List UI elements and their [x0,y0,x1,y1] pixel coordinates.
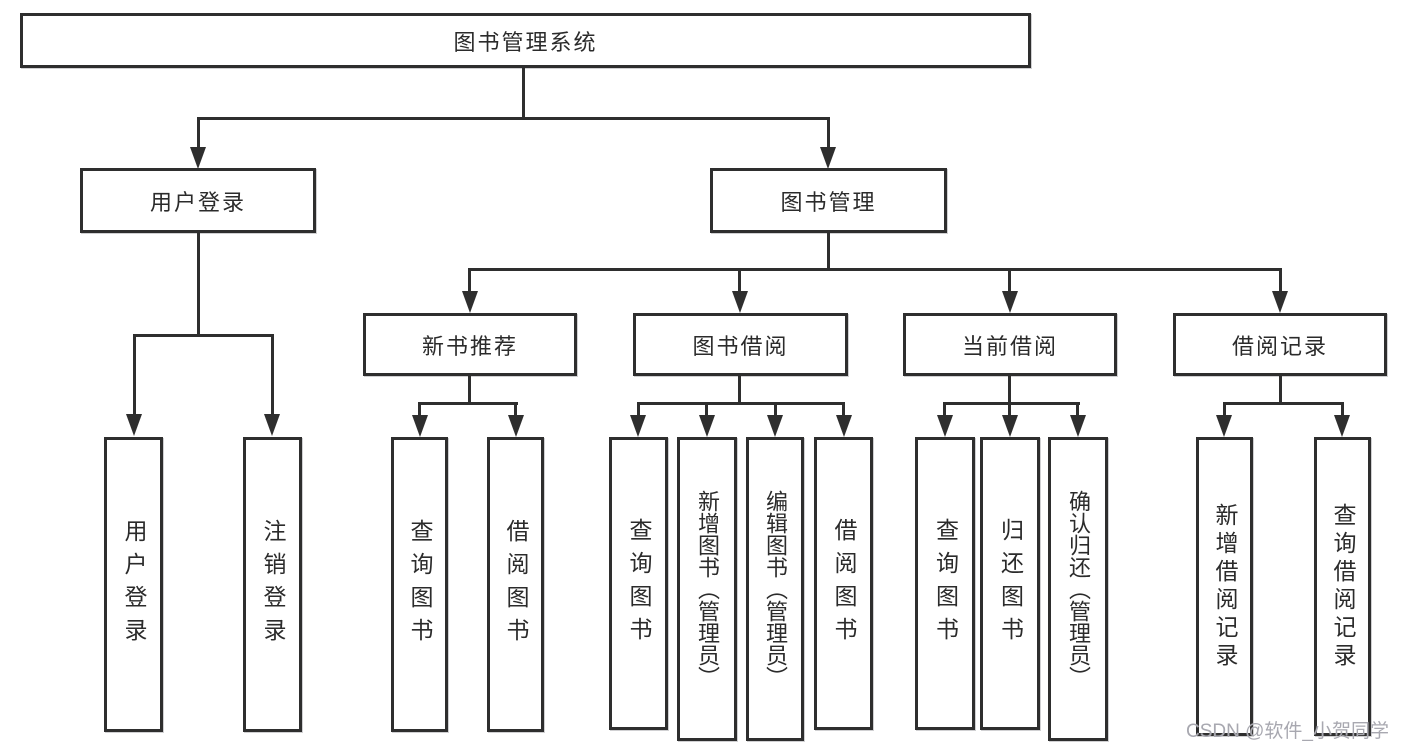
arrow-down-icon [264,414,280,436]
csdn-watermark: CSDN @软件_小贺同学 [1186,721,1389,742]
node-user-login: 用户登录 [80,168,316,233]
connector-new-book-stub-1 [418,402,421,416]
connector-borrowing-stub-1 [637,402,640,416]
connector-current-stem [1008,376,1011,405]
connector-borrowing-stub-2 [705,402,708,416]
leaf-records-add-record: 新增借阅记录 [1196,437,1253,736]
leaf-current-confirm-return-admin: 确认归还（管理员） [1048,437,1108,741]
connector-user-login-stub-1 [133,334,136,414]
leaf-newbook-query-books: 查询图书 [391,437,448,732]
leaf-label: 借阅图书 [503,518,529,651]
leaf-user-login: 用户登录 [104,437,163,732]
arrow-down-icon [630,415,646,437]
leaf-label: 借阅图书 [831,517,857,650]
leaf-borrowing-query-books: 查询图书 [609,437,668,730]
connector-records-stub-2 [1341,402,1344,416]
leaf-label: 用户登录 [121,518,147,651]
leaf-newbook-borrow-books: 借阅图书 [487,437,544,732]
leaf-current-return-books: 归还图书 [980,437,1040,730]
connector-borrowing-stem [738,376,741,405]
arrow-down-icon [937,415,953,437]
arrow-down-icon [767,415,783,437]
node-book-management: 图书管理 [710,168,947,233]
node-label: 新书推荐 [421,333,518,359]
connector-book-mgmt-stub-3 [1008,268,1011,291]
node-current-borrowing: 当前借阅 [903,313,1117,376]
node-book-borrowing: 图书借阅 [633,313,848,376]
connector-borrowing-stub-3 [774,402,777,416]
arrow-down-icon [462,291,478,313]
arrow-down-icon [190,147,206,169]
leaf-borrowing-add-books-admin: 新增图书（管理员） [677,437,737,741]
arrow-down-icon [836,415,852,437]
connector-root-stub-left [197,117,200,149]
arrow-down-icon [732,291,748,313]
arrow-down-icon [508,415,524,437]
arrow-down-icon [820,147,836,169]
connector-borrowing-stub-4 [842,402,845,416]
leaf-logout: 注销登录 [243,437,302,732]
leaf-borrowing-borrow-books: 借阅图书 [814,437,873,730]
arrow-down-icon [1272,291,1288,313]
leaf-label: 新增借阅记录 [1212,502,1238,671]
arrow-down-icon [1216,415,1232,437]
node-label: 图书借阅 [692,333,789,359]
connector-current-stub-3 [1076,402,1079,416]
connector-records-stub-1 [1223,402,1226,416]
connector-records-bar [1223,402,1344,405]
leaf-label: 归还图书 [997,517,1024,650]
arrow-down-icon [1002,415,1018,437]
leaf-label: 查询图书 [407,518,433,651]
connector-borrowing-bar [637,402,845,405]
leaf-label: 注销登录 [260,518,286,651]
connector-new-book-stub-2 [514,402,517,416]
connector-book-mgmt-stem [827,233,830,271]
connector-root-stub-right [827,117,830,149]
connector-current-stub-2 [1008,402,1011,416]
node-label: 用户登录 [149,189,246,215]
connector-records-stem [1279,376,1282,405]
leaf-label: 新增图书（管理员） [695,490,720,688]
leaf-label: 编辑图书（管理员） [763,490,788,688]
connector-user-login-stem [197,233,200,336]
node-borrow-records: 借阅记录 [1173,313,1387,376]
node-label: 图书管理系统 [453,29,598,55]
leaf-label: 确认归还（管理员） [1066,490,1091,688]
node-library-management-system: 图书管理系统 [20,13,1031,68]
leaf-borrowing-edit-books-admin: 编辑图书（管理员） [746,437,804,741]
leaf-records-query-record: 查询借阅记录 [1314,437,1371,736]
node-new-book-recommend: 新书推荐 [363,313,577,376]
connector-root-stem [522,68,525,120]
arrow-down-icon [1334,415,1350,437]
connector-root-bar [197,117,830,120]
connector-book-mgmt-stub-4 [1279,268,1282,291]
connector-book-mgmt-stub-1 [468,268,471,291]
node-label: 图书管理 [780,189,877,215]
node-label: 借阅记录 [1231,333,1328,359]
connector-new-book-stem [468,376,471,405]
arrow-down-icon [1070,415,1086,437]
connector-new-book-bar [418,402,518,405]
node-label: 当前借阅 [961,333,1058,359]
arrow-down-icon [699,415,715,437]
connector-current-stub-1 [943,402,946,416]
connector-user-login-stub-2 [271,334,274,414]
connector-book-mgmt-bar [469,268,1282,271]
arrow-down-icon [412,415,428,437]
arrow-down-icon [126,414,142,436]
leaf-label: 查询图书 [626,517,652,650]
connector-current-bar [943,402,1080,405]
connector-book-mgmt-stub-2 [738,268,741,291]
leaf-label: 查询图书 [932,517,959,650]
connector-user-login-bar [133,334,274,337]
leaf-label: 查询借阅记录 [1330,502,1356,671]
arrow-down-icon [1002,291,1018,313]
leaf-current-query-books: 查询图书 [915,437,975,730]
